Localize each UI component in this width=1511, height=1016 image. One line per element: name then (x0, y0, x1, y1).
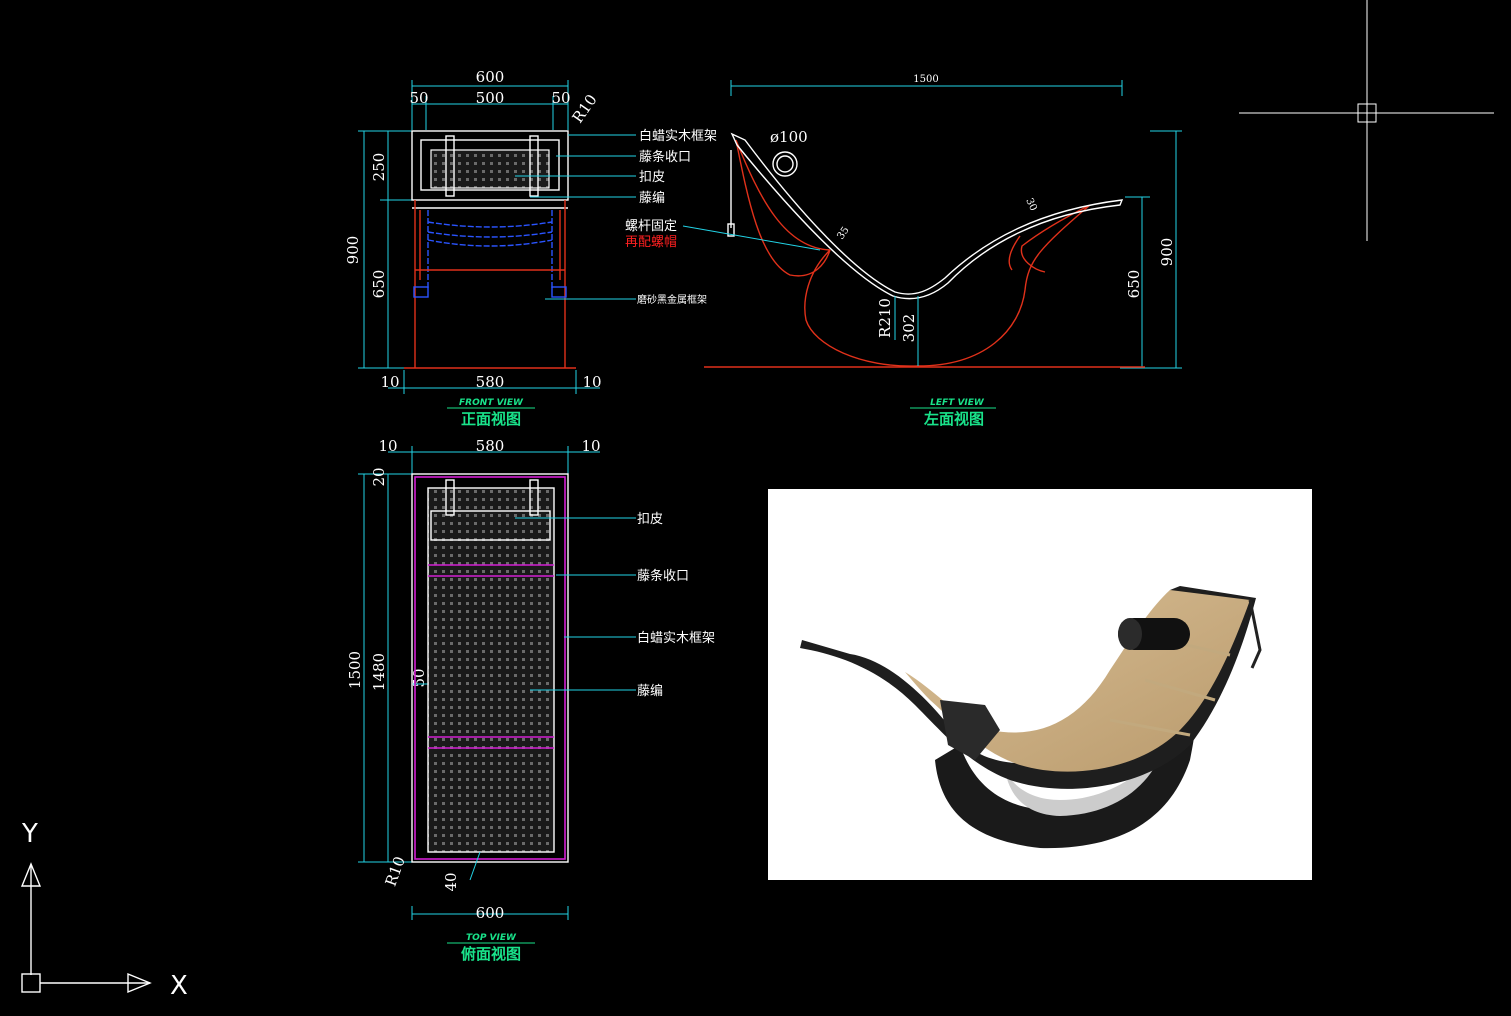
dim-top-middle: 580 (476, 437, 505, 455)
dim-front-height-total: 900 (344, 236, 362, 265)
front-view-title-cn: 正面视图 (461, 410, 521, 428)
ucs-x-label: X (170, 971, 188, 1001)
callout-left-screw-cap: 再配螺帽 (625, 234, 677, 250)
front-view-title-en: FRONT VIEW (459, 398, 524, 408)
ucs-y-label: Y (21, 819, 38, 849)
dim-top-bottom-gap: 40 (442, 872, 460, 891)
top-view: 10 580 10 1500 1480 20 50 R10 40 600 (346, 437, 715, 963)
left-view-title-en: LEFT VIEW (930, 398, 985, 408)
dim-left-diameter: ø100 (770, 128, 808, 146)
dim-top-offset: 20 (370, 467, 388, 486)
dim-front-side-right: 50 (551, 89, 570, 107)
dim-front-radius: R10 (569, 91, 601, 126)
dim-left-height-seat: 650 (1125, 270, 1143, 299)
left-view-title-cn: 左面视图 (923, 410, 984, 428)
dim-front-bottom-middle: 580 (476, 373, 505, 391)
callout-front-rattan-edge: 藤条收口 (639, 149, 691, 165)
dim-top-height-inner: 1480 (370, 653, 388, 691)
dim-front-middle: 500 (476, 89, 505, 107)
dim-left-thickness: 30 (1023, 197, 1038, 213)
ucs-icon: Y X (20, 819, 188, 1001)
callout-front-leather-buckle: 扣皮 (639, 170, 665, 185)
callout-top-rattan-weave: 藤编 (637, 684, 663, 699)
callout-front-frame: 白蜡实木框架 (639, 128, 717, 144)
crosshair-cursor-icon (1239, 0, 1494, 241)
dim-left-radius: R210 (876, 298, 894, 338)
top-view-title-cn: 俯面视图 (461, 945, 521, 963)
dim-front-height-lower: 650 (370, 270, 388, 299)
dim-top-height-total: 1500 (346, 651, 364, 689)
dim-top-radius: R10 (382, 854, 409, 889)
dim-left-height-total: 900 (1158, 238, 1176, 267)
callout-top-rattan-edge: 藤条收口 (637, 568, 689, 584)
top-view-title-en: TOP VIEW (466, 933, 517, 943)
dim-front-overall-width: 600 (476, 68, 505, 86)
dim-front-height-upper: 250 (370, 153, 388, 182)
callout-front-metal-frame: 磨砂黑金属框架 (637, 293, 707, 306)
dim-top-bottom-width: 600 (476, 904, 505, 922)
dim-front-side-left: 50 (409, 89, 428, 107)
callout-left-screw-fix: 螺杆固定 (625, 219, 677, 234)
left-view: 1500 ø100 35 30 R210 302 650 900 螺杆固定 再配… (625, 74, 1182, 428)
dim-front-bottom-right: 10 (582, 373, 601, 391)
front-view: 600 50 500 50 R10 900 250 650 (344, 68, 717, 428)
callout-top-frame: 白蜡实木框架 (637, 630, 715, 646)
dim-top-side-gap: 50 (410, 668, 428, 687)
dim-left-angle: 35 (835, 225, 851, 242)
dim-left-depth: 302 (900, 314, 918, 343)
dim-left-length: 1500 (913, 74, 938, 85)
chair-photo (768, 489, 1312, 880)
dim-top-right: 10 (581, 437, 600, 455)
callout-front-rattan-weave: 藤编 (639, 191, 665, 206)
dim-top-left: 10 (378, 437, 397, 455)
dim-front-bottom-left: 10 (380, 373, 399, 391)
callout-top-leather-buckle: 扣皮 (637, 512, 663, 527)
